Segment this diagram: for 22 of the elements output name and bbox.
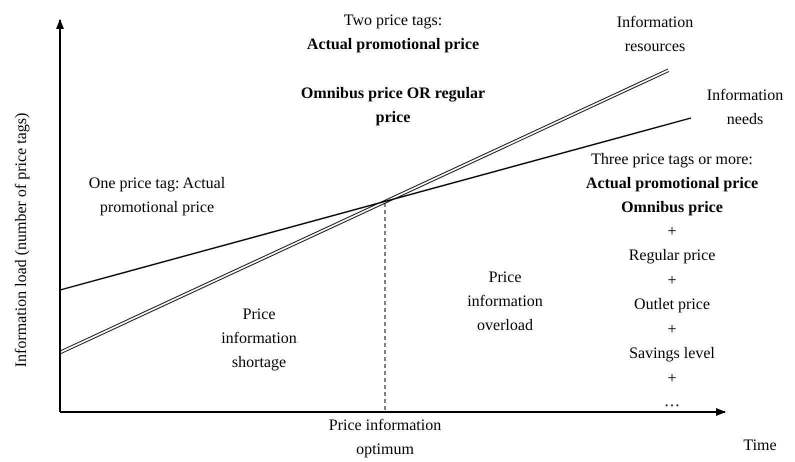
text-label: Savings level — [628, 344, 716, 364]
bold-label: Actual promotional price — [306, 35, 480, 55]
line-label: Information needs — [706, 86, 784, 130]
plus-sign: + — [666, 369, 678, 389]
axis-label: Price information optimum — [328, 416, 442, 460]
ellipsis: … — [663, 392, 681, 412]
text-label: Regular price — [628, 246, 716, 266]
axis-label: Time — [742, 436, 778, 456]
bold-label: Omnibus price — [620, 198, 724, 218]
text-label: Three price tags or more: — [590, 150, 754, 170]
region-label: One price tag: Actual promotional price — [88, 174, 226, 218]
plus-sign: + — [666, 320, 678, 340]
plus-sign: + — [666, 222, 678, 242]
line-label: Information resources — [616, 13, 694, 57]
text-label: Two price tags: — [342, 11, 444, 31]
region-label: Price information overload — [466, 268, 544, 336]
text-label: Outlet price — [633, 295, 711, 315]
axis-label: Information load (number of price tags) — [12, 112, 31, 368]
plus-sign: + — [666, 271, 678, 291]
bold-label: Actual promotional price — [584, 174, 760, 194]
bold-label: Omnibus price OR regular price — [300, 84, 486, 128]
region-label: Price information shortage — [220, 305, 298, 373]
